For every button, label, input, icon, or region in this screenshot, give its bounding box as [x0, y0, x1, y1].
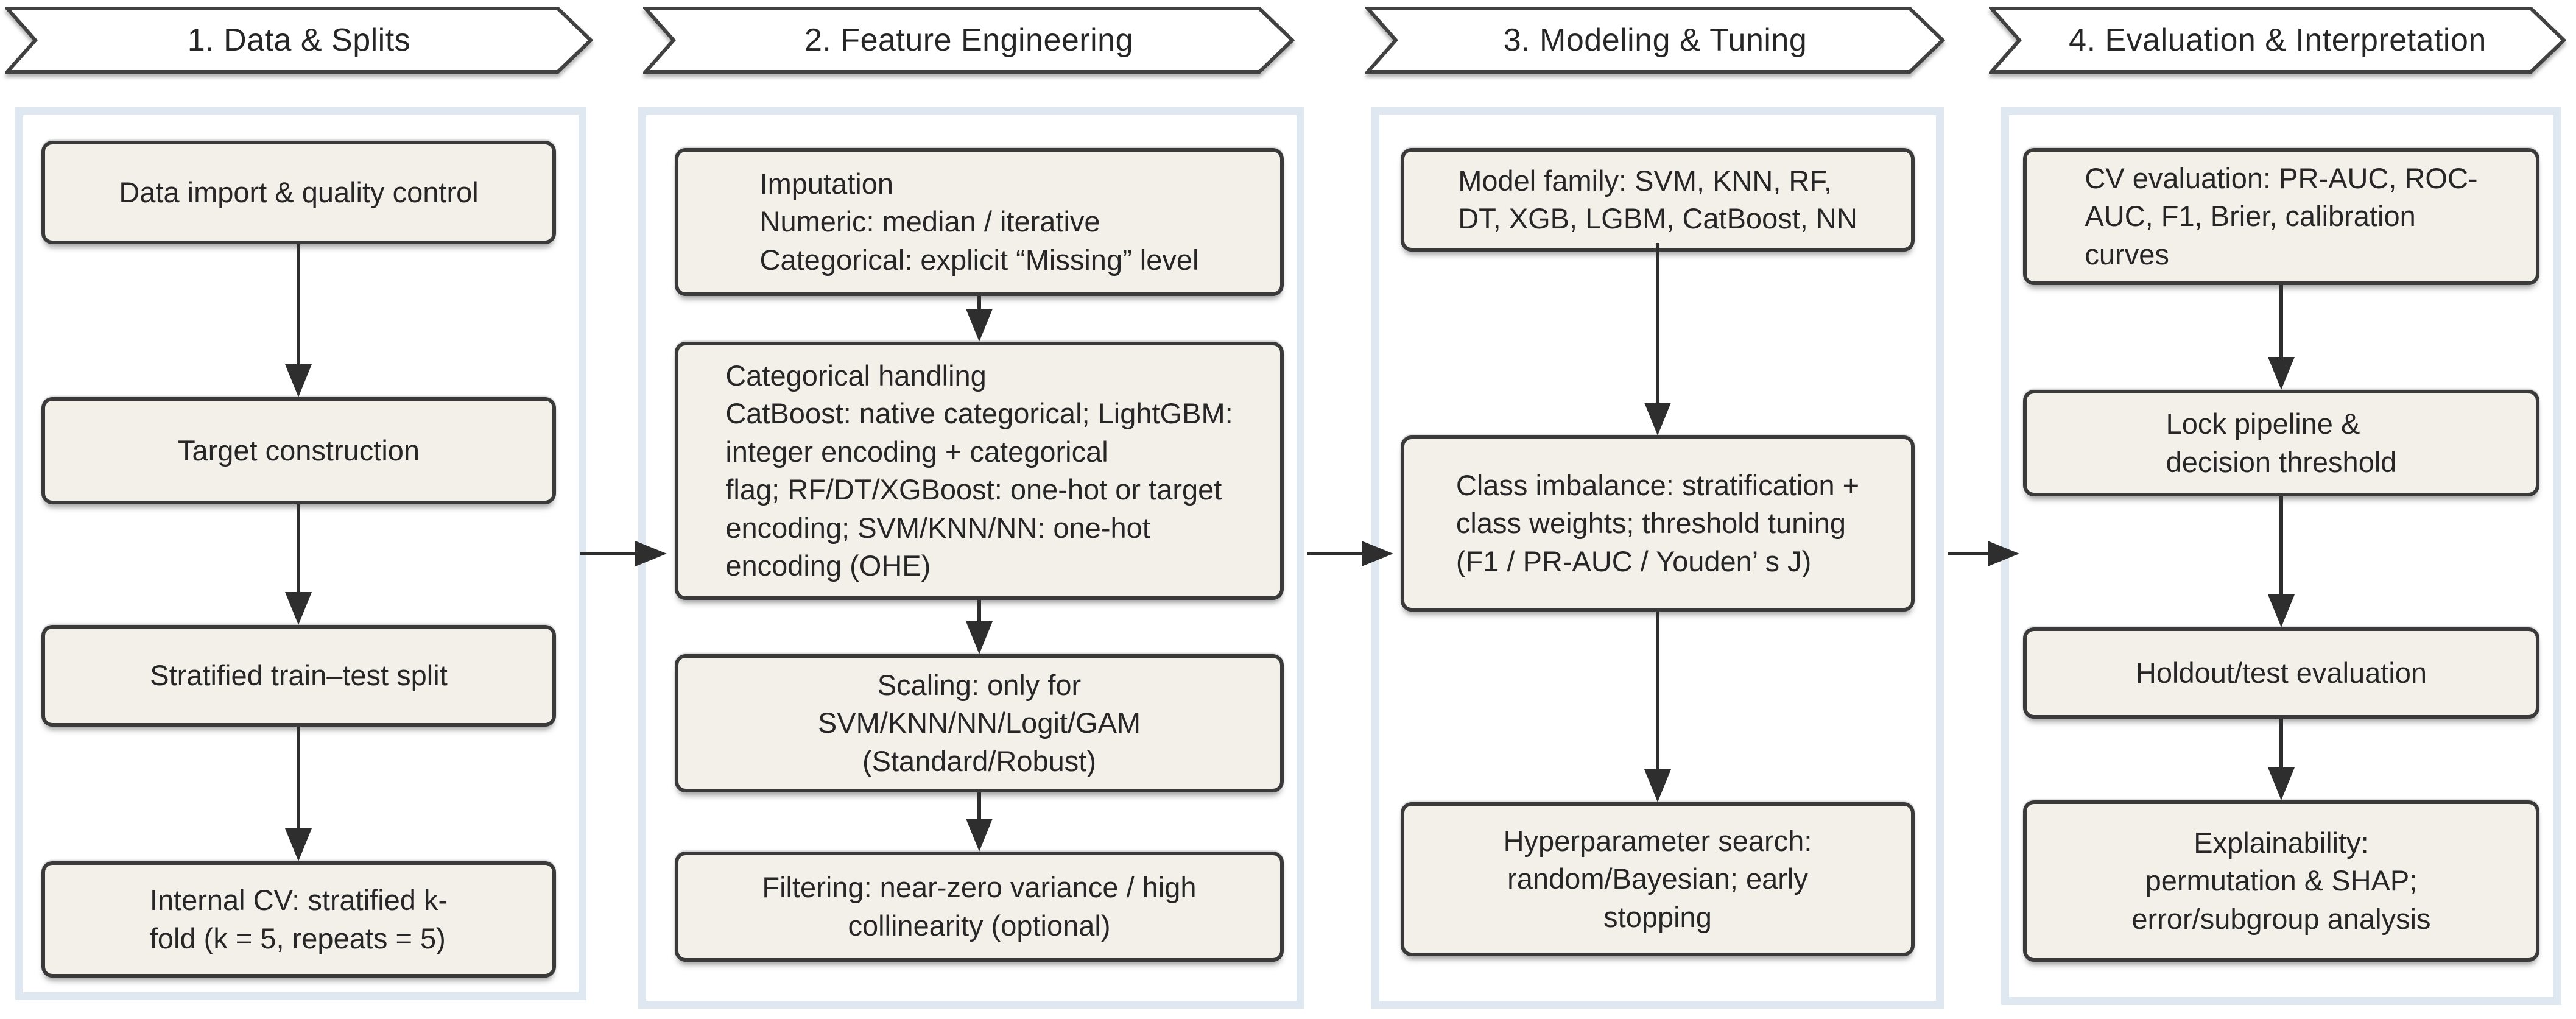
flow-box-text: Filtering: near-zero variance / high col…: [762, 871, 1197, 942]
flow-box-text: Scaling: only for SVM/KNN/NN/Logit/GAM (…: [817, 668, 1141, 777]
stage-banner-label: 3. Modeling & Tuning: [1503, 23, 1807, 58]
flow-box-text: Data import & quality control: [119, 175, 479, 208]
arrow-down: [977, 296, 981, 309]
arrow-down: [2279, 719, 2283, 767]
flow-box: Explainability: permutation & SHAP; erro…: [2023, 800, 2539, 962]
arrow-right: [580, 552, 635, 555]
flow-box-text: Internal CV: stratified k- fold (k = 5, …: [149, 884, 448, 954]
arrow-down: [297, 504, 300, 592]
flow-box: Model family: SVM, KNN, RF, DT, XGB, LGB…: [1401, 148, 1915, 252]
flow-box: Imputation Numeric: median / iterative C…: [675, 148, 1284, 296]
chevron-banner-icon: [643, 7, 1295, 74]
flow-box: Internal CV: stratified k- fold (k = 5, …: [41, 861, 556, 978]
flow-box: Data import & quality control: [41, 141, 556, 244]
chevron-banner-icon: [5, 7, 593, 74]
arrow-down: [297, 727, 300, 828]
arrow-down: [1656, 243, 1659, 403]
flow-box: Filtering: near-zero variance / high col…: [675, 852, 1284, 962]
stage-banner-label: 1. Data & Splits: [187, 23, 411, 58]
flow-box-text: Holdout/test evaluation: [2135, 656, 2427, 689]
stage-banner-3: 3. Modeling & Tuning: [1365, 6, 1945, 74]
flow-box-text: Class imbalance: stratification + class …: [1455, 468, 1860, 577]
flow-box: CV evaluation: PR-AUC, ROC- AUC, F1, Bri…: [2023, 148, 2539, 285]
stage-banner-1: 1. Data & Splits: [5, 6, 593, 74]
arrow-down: [2279, 496, 2283, 594]
flow-box: Holdout/test evaluation: [2023, 627, 2539, 719]
flow-box-text: Target construction: [177, 434, 420, 467]
flow-box: Stratified train–test split: [41, 625, 556, 727]
flow-box: Class imbalance: stratification + class …: [1401, 435, 1915, 612]
flow-box: Scaling: only for SVM/KNN/NN/Logit/GAM (…: [675, 654, 1284, 792]
arrow-down: [977, 792, 981, 819]
flow-box: Hyperparameter search: random/Bayesian; …: [1401, 802, 1915, 956]
flow-box: Target construction: [41, 397, 556, 504]
arrow-right: [1307, 552, 1362, 555]
stage-banner-label: 4. Evaluation & Interpretation: [2069, 23, 2486, 58]
chevron-banner-icon: [1365, 7, 1945, 74]
flow-box-text: Categorical handling CatBoost: native ca…: [725, 359, 1233, 582]
flow-box-text: Lock pipeline & decision threshold: [2166, 407, 2397, 478]
flow-box-text: Hyperparameter search: random/Bayesian; …: [1503, 824, 1812, 933]
chevron-banner-icon: [1989, 7, 2566, 74]
stage-banner-2: 2. Feature Engineering: [643, 6, 1295, 74]
flow-box-text: Model family: SVM, KNN, RF, DT, XGB, LGB…: [1458, 164, 1857, 235]
flow-box-text: Stratified train–test split: [150, 659, 448, 692]
arrow-right: [1948, 552, 1988, 555]
arrow-down: [2279, 285, 2283, 357]
flow-box: Categorical handling CatBoost: native ca…: [675, 342, 1284, 600]
stage-banner-label: 2. Feature Engineering: [804, 23, 1133, 58]
flow-box-text: Explainability: permutation & SHAP; erro…: [2131, 826, 2431, 935]
flow-box: Lock pipeline & decision threshold: [2023, 390, 2539, 496]
flow-box-text: Imputation Numeric: median / iterative C…: [759, 167, 1199, 276]
arrow-down: [977, 600, 981, 621]
stage-banner-4: 4. Evaluation & Interpretation: [1989, 6, 2566, 74]
arrow-down: [297, 244, 300, 364]
flow-box-text: CV evaluation: PR-AUC, ROC- AUC, F1, Bri…: [2085, 161, 2478, 270]
arrow-down: [1656, 612, 1659, 769]
